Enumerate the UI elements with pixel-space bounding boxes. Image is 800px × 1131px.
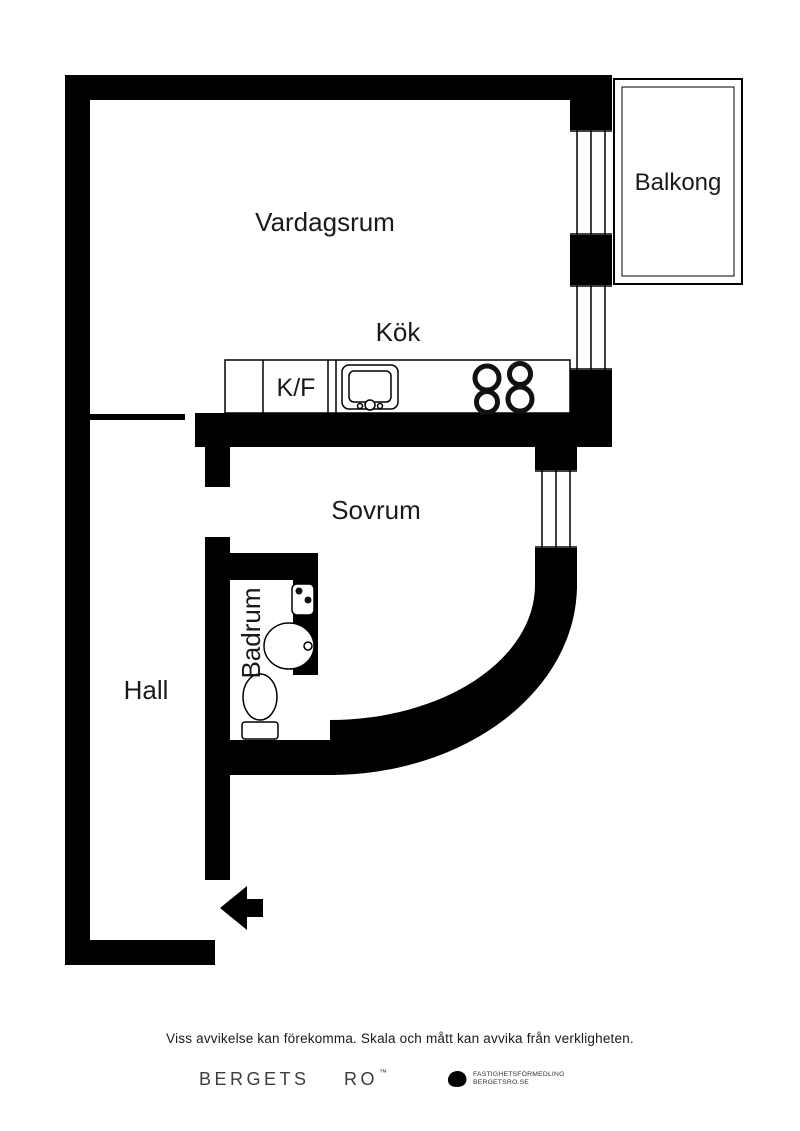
washbasin-tap [303,641,313,651]
wall-segment-right-1 [570,75,612,130]
label-sovrum: Sovrum [331,495,421,525]
wall-segment-right-2 [570,235,612,285]
brand-word-bergets: BERGETS [199,1069,310,1089]
stove-burners [472,361,535,415]
kitchen-sink [341,364,399,411]
brand-logo-icon [446,1070,468,1088]
wall-thin-divider [90,414,185,420]
wall-curved [330,585,577,775]
toilet-tank [241,721,279,740]
wall-segment-top [65,75,612,100]
brand-logo-text-line2: BERGETSRO.SE [473,1078,530,1086]
label-kf: K/F [277,374,316,402]
window-livingroom-lower [570,285,612,370]
trademark-symbol: ™ [379,1068,387,1077]
window-bedroom [535,470,577,548]
label-hall: Hall [124,675,169,705]
wall-segment-left [65,75,90,965]
balcony-outline [613,78,743,285]
wall-segment-sovrum-left-top [205,447,230,487]
wall-segment-sovrum-right-bottom [535,548,577,590]
wall-segment-hall-bottom [65,940,215,965]
brand-word-ro: RO [344,1069,378,1089]
label-badrum: Badrum [236,587,266,678]
wall-segment-sovrum-right-top [535,447,577,470]
room-labels: Vardagsrum Balkong Kök K/F Sovrum Badrum… [124,169,722,705]
bathroom-fixtures [241,583,315,740]
wall-segment-bathroom-top [205,553,318,580]
label-balkong: Balkong [635,169,722,196]
brand-logo-text: FASTIGHETSFÖRMEDLING BERGETSRO.SE [473,1071,565,1087]
wall-segment-bathroom-bottom [205,740,335,775]
wall-segment-hall-bathroom [205,580,230,740]
label-kok: Kök [376,317,422,347]
wall-segment-hall-right-lower [205,775,230,880]
brand-logo-text-line1: FASTIGHETSFÖRMEDLING [473,1071,565,1078]
window-livingroom-upper [570,130,612,235]
entrance-arrow [220,886,263,930]
toilet-bowl [242,673,278,721]
windows [535,130,612,548]
label-vardagsrum: Vardagsrum [255,207,395,237]
washbasin [263,622,315,670]
wall-segment-kitchen-bottom [195,413,612,447]
disclaimer-text: Viss avvikelse kan förekomma. Skala och … [166,1031,634,1046]
